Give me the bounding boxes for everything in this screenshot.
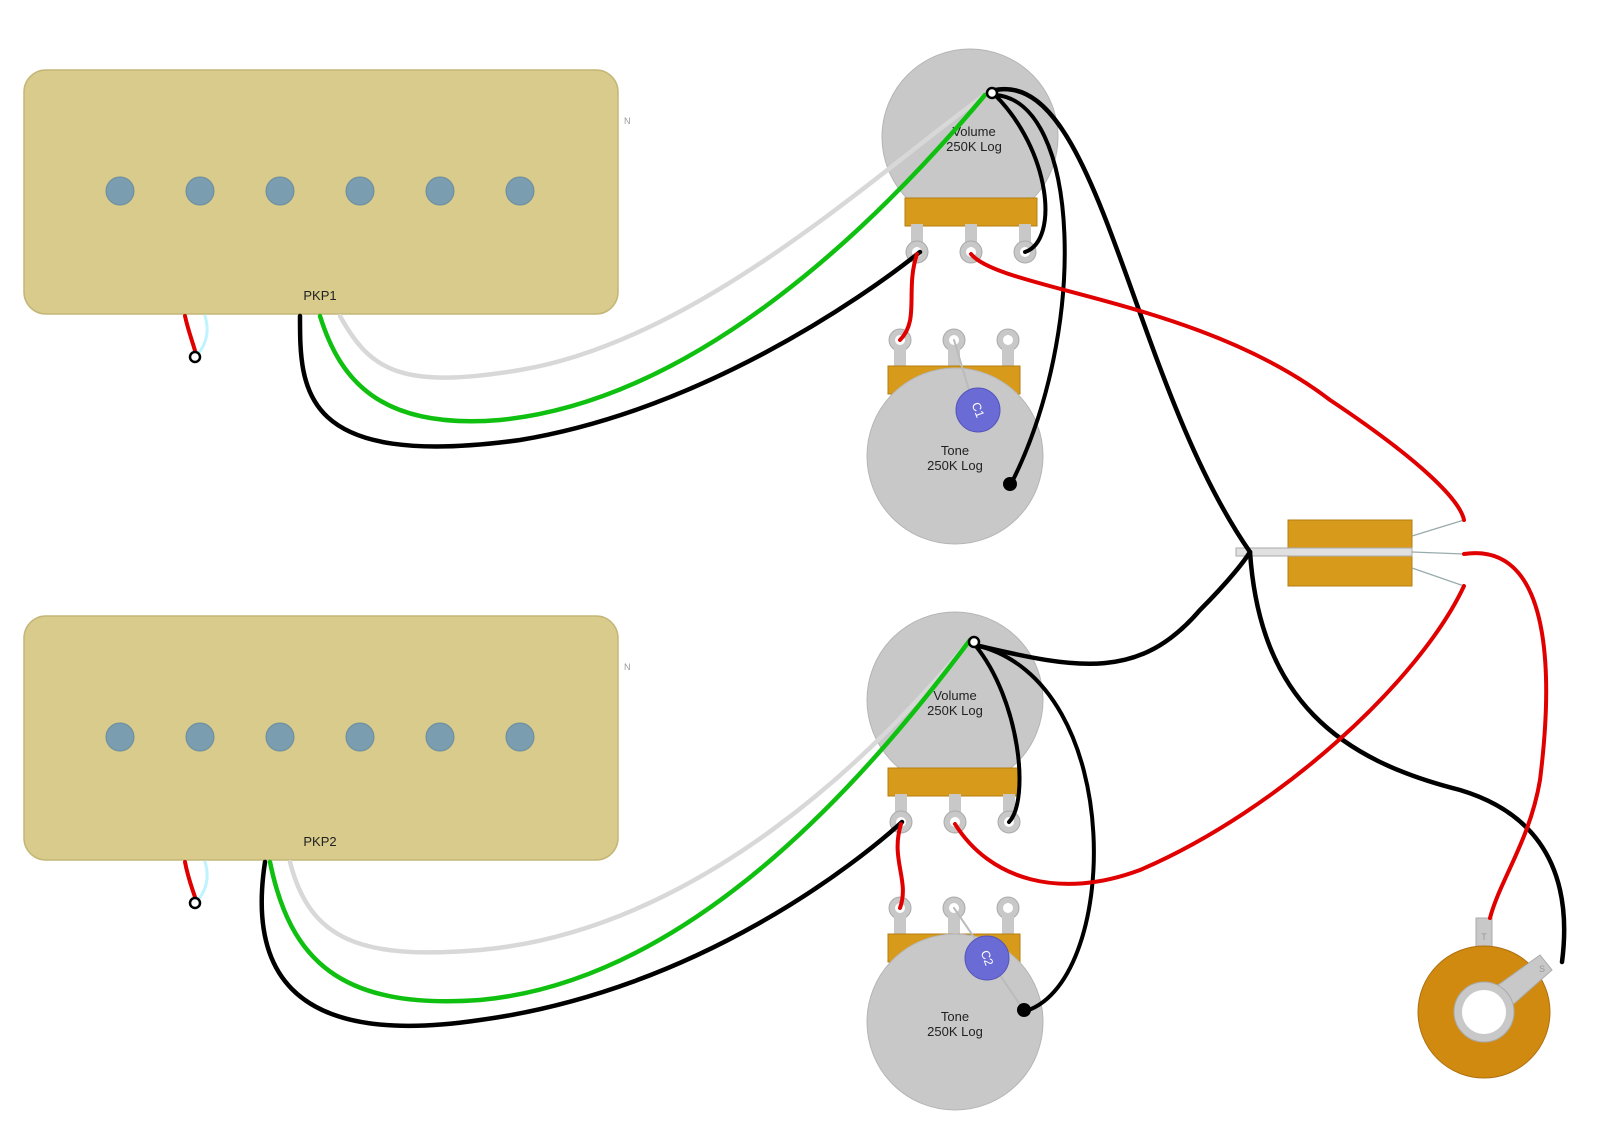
pole-pieces (105, 722, 535, 752)
pot-value: 250K Log (927, 458, 983, 473)
pickup-2: PKP2 N (23, 615, 631, 861)
jack-sleeve-label: S (1539, 964, 1545, 974)
output-jack: T S (1417, 917, 1553, 1079)
tone-pot-2: Tone 250K Log (866, 896, 1044, 1111)
pot-label: Tone (941, 443, 969, 458)
pot-label: Tone (941, 1009, 969, 1024)
jack-tip-label: T (1481, 932, 1487, 942)
capacitor-label: C1 (969, 400, 988, 420)
volume-pot-1: Volume 250K Log (881, 48, 1059, 264)
capacitor-label: C2 (978, 948, 997, 968)
pot-lugs (888, 896, 1020, 936)
pot-label: Volume (952, 124, 995, 139)
pole-pieces (105, 176, 535, 206)
pot-value: 250K Log (946, 139, 1002, 154)
pot-lugs (905, 224, 1037, 264)
pickup-side-mark: N (624, 662, 631, 672)
pot-value: 250K Log (927, 1024, 983, 1039)
toggle-switch (1235, 519, 1465, 587)
capacitor-c2: C2 (964, 935, 1010, 981)
pot-label: Volume (933, 688, 976, 703)
tone-pot-1: Tone 250K Log (866, 328, 1044, 545)
pot-lugs (888, 328, 1020, 368)
solder-joints (188, 86, 1031, 1017)
volume-pot-2: Volume 250K Log (866, 611, 1044, 834)
pickup-label: PKP2 (303, 834, 336, 849)
capacitor-c1: C1 (955, 387, 1001, 433)
pickup-label: PKP1 (303, 288, 336, 303)
pot-value: 250K Log (927, 703, 983, 718)
pickup-1: PKP1 N (23, 69, 631, 315)
pickup-side-mark: N (624, 116, 631, 126)
wires (183, 86, 1567, 1029)
